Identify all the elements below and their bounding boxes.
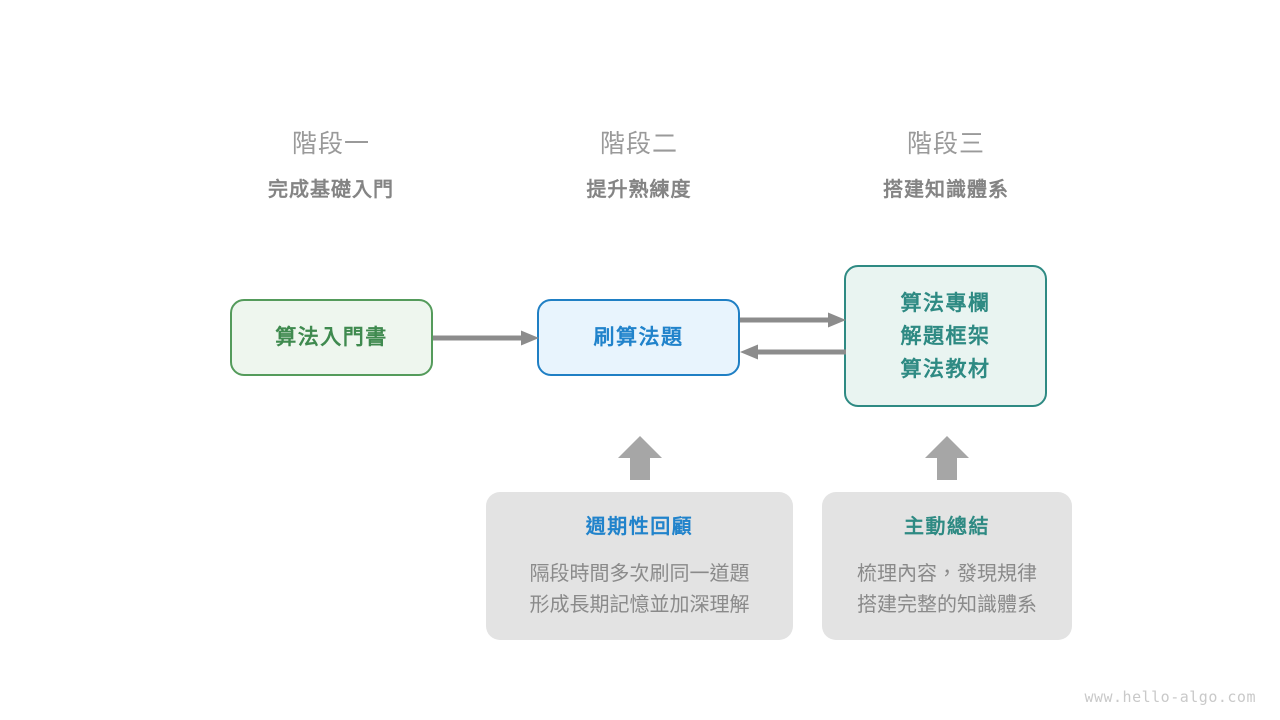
node-advanced-resources[interactable]: 算法專欄 解題框架 算法教材	[844, 265, 1047, 407]
stage-title-label: 完成基礎入門	[268, 179, 394, 201]
stage-index-label: 階段三	[906, 130, 985, 158]
note-body: 隔段時間多次刷同一道題 形成長期記憶並加深理解	[530, 559, 750, 621]
stage-title-label: 搭建知識體系	[883, 179, 1009, 201]
note-title: 主動總結	[904, 516, 990, 538]
note-card-periodic-review[interactable]: 週期性回顧 隔段時間多次刷同一道題 形成長期記憶並加深理解	[486, 492, 793, 640]
node-label: 刷算法題	[593, 326, 684, 349]
site-watermark: www.hello-algo.com	[1084, 688, 1256, 706]
arrow-up-block-icon	[925, 436, 969, 480]
stage-title-label: 提升熟練度	[586, 179, 692, 201]
arrow-left-icon	[740, 344, 846, 360]
node-practice-problems[interactable]: 刷算法題	[537, 299, 740, 376]
stage-index-label: 階段一	[291, 130, 370, 158]
stage-index-label: 階段二	[599, 130, 678, 158]
arrow-right-icon	[433, 330, 539, 346]
arrow-up-block-icon	[618, 436, 662, 480]
note-body-line: 搭建完整的知識體系	[857, 594, 1037, 616]
stage-header-3: 階段三 搭建知識體系	[826, 130, 1066, 201]
node-label: 解題框架	[900, 324, 991, 348]
arrow-right-icon	[740, 312, 846, 328]
note-card-active-summary[interactable]: 主動總結 梳理內容，發現規律 搭建完整的知識體系	[822, 492, 1072, 640]
note-body-line: 形成長期記憶並加深理解	[529, 594, 750, 616]
stage-header-2: 階段二 提升熟練度	[519, 130, 759, 201]
note-title: 週期性回顧	[585, 516, 694, 538]
note-body: 梳理內容，發現規律 搭建完整的知識體系	[857, 559, 1037, 621]
node-label: 算法教材	[900, 357, 991, 381]
node-label: 算法入門書	[275, 326, 388, 349]
node-label: 算法專欄	[900, 291, 991, 315]
stage-header-1: 階段一 完成基礎入門	[211, 130, 451, 201]
note-body-line: 梳理內容，發現規律	[857, 563, 1037, 585]
note-body-line: 隔段時間多次刷同一道題	[529, 563, 750, 585]
node-intro-book[interactable]: 算法入門書	[230, 299, 433, 376]
